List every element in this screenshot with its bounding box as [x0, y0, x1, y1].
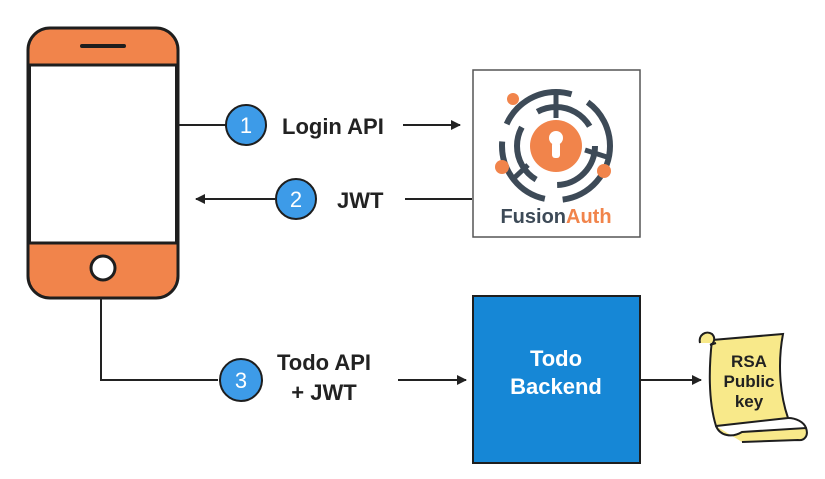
todo-backend-line1: Todo — [530, 346, 582, 371]
step-3-label-line1: Todo API — [277, 350, 371, 375]
step-1-number: 1 — [240, 113, 252, 138]
step-3-badge: 3 — [219, 358, 263, 402]
fusionauth-logo-part2: Auth — [566, 206, 612, 228]
step-2-badge: 2 — [275, 178, 317, 220]
fusionauth-logo-part1: Fusion — [500, 206, 566, 228]
step-1-badge: 1 — [225, 104, 267, 146]
fusionauth-box: FusionAuth — [472, 69, 641, 238]
rsa-key-line1: RSA — [731, 352, 767, 371]
step-2-number: 2 — [290, 187, 302, 212]
rsa-key-line3: key — [735, 392, 764, 411]
todo-backend-box: Todo Backend — [472, 295, 641, 464]
step-3-number: 3 — [235, 368, 247, 393]
fusionauth-logo-text: FusionAuth — [500, 206, 611, 228]
rsa-key-line2: Public — [723, 372, 774, 391]
phone-icon — [26, 26, 180, 300]
rsa-key-scroll-icon: RSA Public key — [698, 331, 808, 443]
step-1-label: Login API — [282, 114, 384, 139]
connector-phone-to-todo — [100, 298, 218, 381]
todo-backend-line2: Backend — [510, 374, 602, 399]
fusionauth-logo-icon — [495, 89, 613, 203]
step-3-label-line2: + JWT — [291, 380, 357, 405]
step-2-label: JWT — [337, 188, 384, 213]
phone-home-button — [89, 254, 117, 282]
